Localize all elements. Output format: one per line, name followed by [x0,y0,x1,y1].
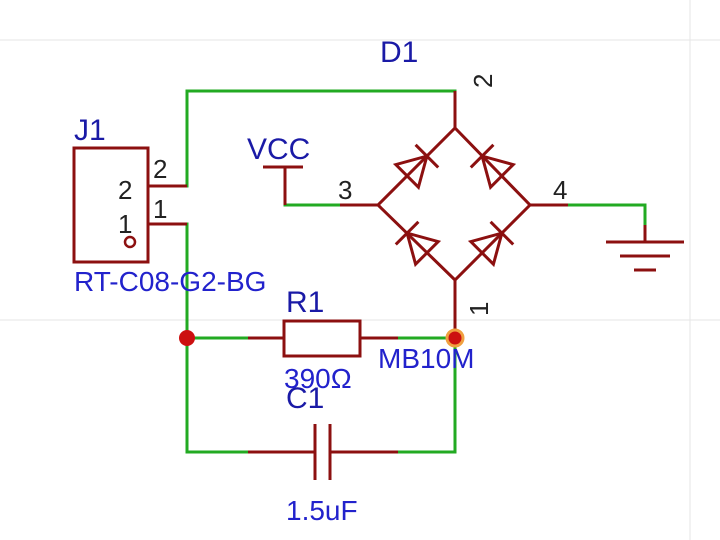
wire-net [185,89,647,454]
junction-left-node[interactable] [179,330,195,346]
vcc-label: VCC [247,133,310,166]
d1-diode-lower-right [467,220,515,268]
c1-value: 1.5uF [286,495,358,526]
ground-symbol[interactable] [606,225,684,272]
j1-designator: J1 [74,114,106,147]
wire-j1pin2-to-d1pin2[interactable] [185,89,457,188]
d1-value: MB10M [378,343,474,374]
d1-diode-lower-left [394,220,442,268]
d1-designator: D1 [380,36,418,69]
d1-bridge-rectifier[interactable]: D1 2 3 4 1 MB10M [338,36,568,374]
j1-pin2-number: 2 [153,154,167,184]
d1-pin3-number: 3 [338,175,352,205]
j1-inner-label-2: 2 [118,175,132,205]
d1-diode-upper-left [392,143,440,191]
r1-resistor[interactable]: R1 390Ω [248,286,398,394]
vcc-power-port[interactable]: VCC [247,133,310,205]
j1-value: RT-C08-G2-BG [74,266,266,297]
r1-body [282,319,362,358]
j1-inner-label-1: 1 [118,209,132,239]
wire-j1pin1-to-node[interactable] [185,222,250,454]
j1-connector[interactable]: J1 2 1 2 1 RT-C08-G2-BG [72,114,266,297]
j1-pin1-number: 1 [153,194,167,224]
c1-capacitor[interactable]: C1 1.5uF [248,382,398,526]
r1-designator: R1 [286,286,324,319]
c1-designator: C1 [286,382,324,415]
d1-diode-upper-right [469,143,517,191]
junction-d1-pin1-node[interactable] [445,328,465,348]
wire-d1pin4-to-gnd[interactable] [528,203,647,227]
r1-value: 390Ω [284,363,352,394]
d1-diamond [375,125,533,283]
j1-pin1-marker [123,235,137,249]
d1-pin2-number: 2 [468,74,498,88]
wire-d1pin1-to-c1[interactable] [396,336,457,454]
d1-pin1-number: 1 [464,302,494,316]
j1-body [72,146,150,264]
d1-pin4-number: 4 [553,175,567,205]
